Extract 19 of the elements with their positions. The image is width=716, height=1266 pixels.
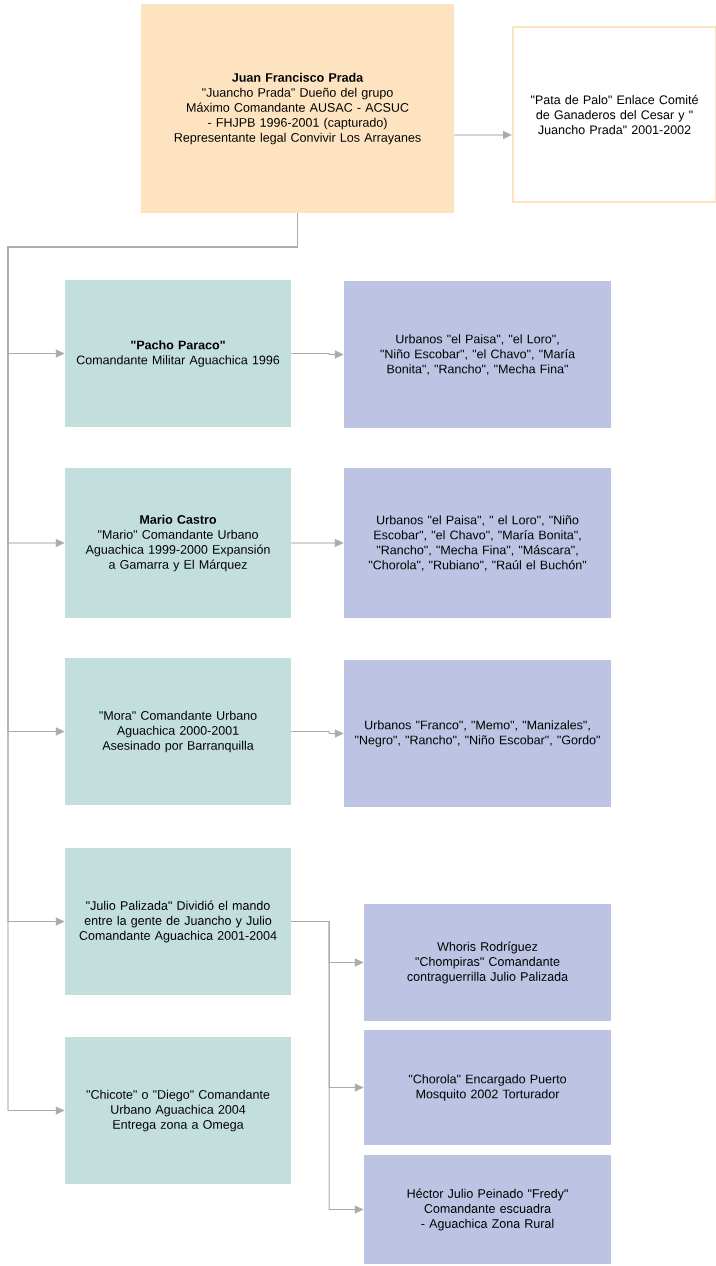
person-box: "Chicote" o "Diego" Comandante Urbano Aguachica 2004 Entrega zona a Omega — [65, 1037, 291, 1184]
person-box: Juan Francisco Prada "Juancho Prada" Dueño del grupo Máximo Comandante AUSAC - ACSUC - FHJPB 1996-2001 (capturado) Representante legal Convivir Los Arrayanes — [141, 4, 454, 213]
arrow — [290, 539, 344, 547]
person-box: "Pacho Paraco" Comandante Militar Aguachica 1996 — [65, 280, 291, 427]
arrow — [290, 921, 364, 1214]
person-box: "Pata de Palo" Enlace Comité de Ganaderos del Cesar y " Juancho Prada" 2001-2002 — [512, 26, 716, 203]
group-box: Whoris Rodríguez "Chompiras" Comandante contraguerrilla Julio Palizada — [364, 904, 611, 1021]
person-box: "Julio Palizada" Dividió el mando entre la gente de Juancho y Julio Comandante Aguachica 2001-2004 — [65, 848, 291, 995]
arrow — [290, 350, 344, 359]
group-box: Urbanos "el Paisa", " el Loro", "Niño Escobar", "el Chavo", "María Bonita", "Rancho", "Mecha Fina", "Máscara", "Chorola", "Rubiano", "Raúl el Buchón" — [344, 468, 611, 618]
group-box: Urbanos "Franco", "Memo", "Manizales", "Negro", "Rancho", "Niño Escobar", "Gordo" — [344, 660, 611, 807]
arrow — [290, 729, 344, 738]
person-box: "Mora" Comandante Urbano Aguachica 2000-2001 Asesinado por Barranquilla — [65, 658, 291, 805]
group-box: Héctor Julio Peinado "Fredy" Comandante escuadra - Aguachica Zona Rural — [364, 1155, 611, 1264]
group-box: Urbanos "el Paisa", "el Loro", "Niño Escobar", "el Chavo", "María Bonita", "Rancho", "Mecha Fina" — [344, 281, 611, 428]
arrow — [453, 131, 512, 139]
person-box: Mario Castro "Mario" Comandante Urbano Aguachica 1999-2000 Expansión a Gamarra y El Márquez — [65, 468, 291, 618]
arrow — [7, 212, 298, 1115]
group-box: "Chorola" Encargado Puerto Mosquito 2002 Torturador — [364, 1030, 611, 1145]
